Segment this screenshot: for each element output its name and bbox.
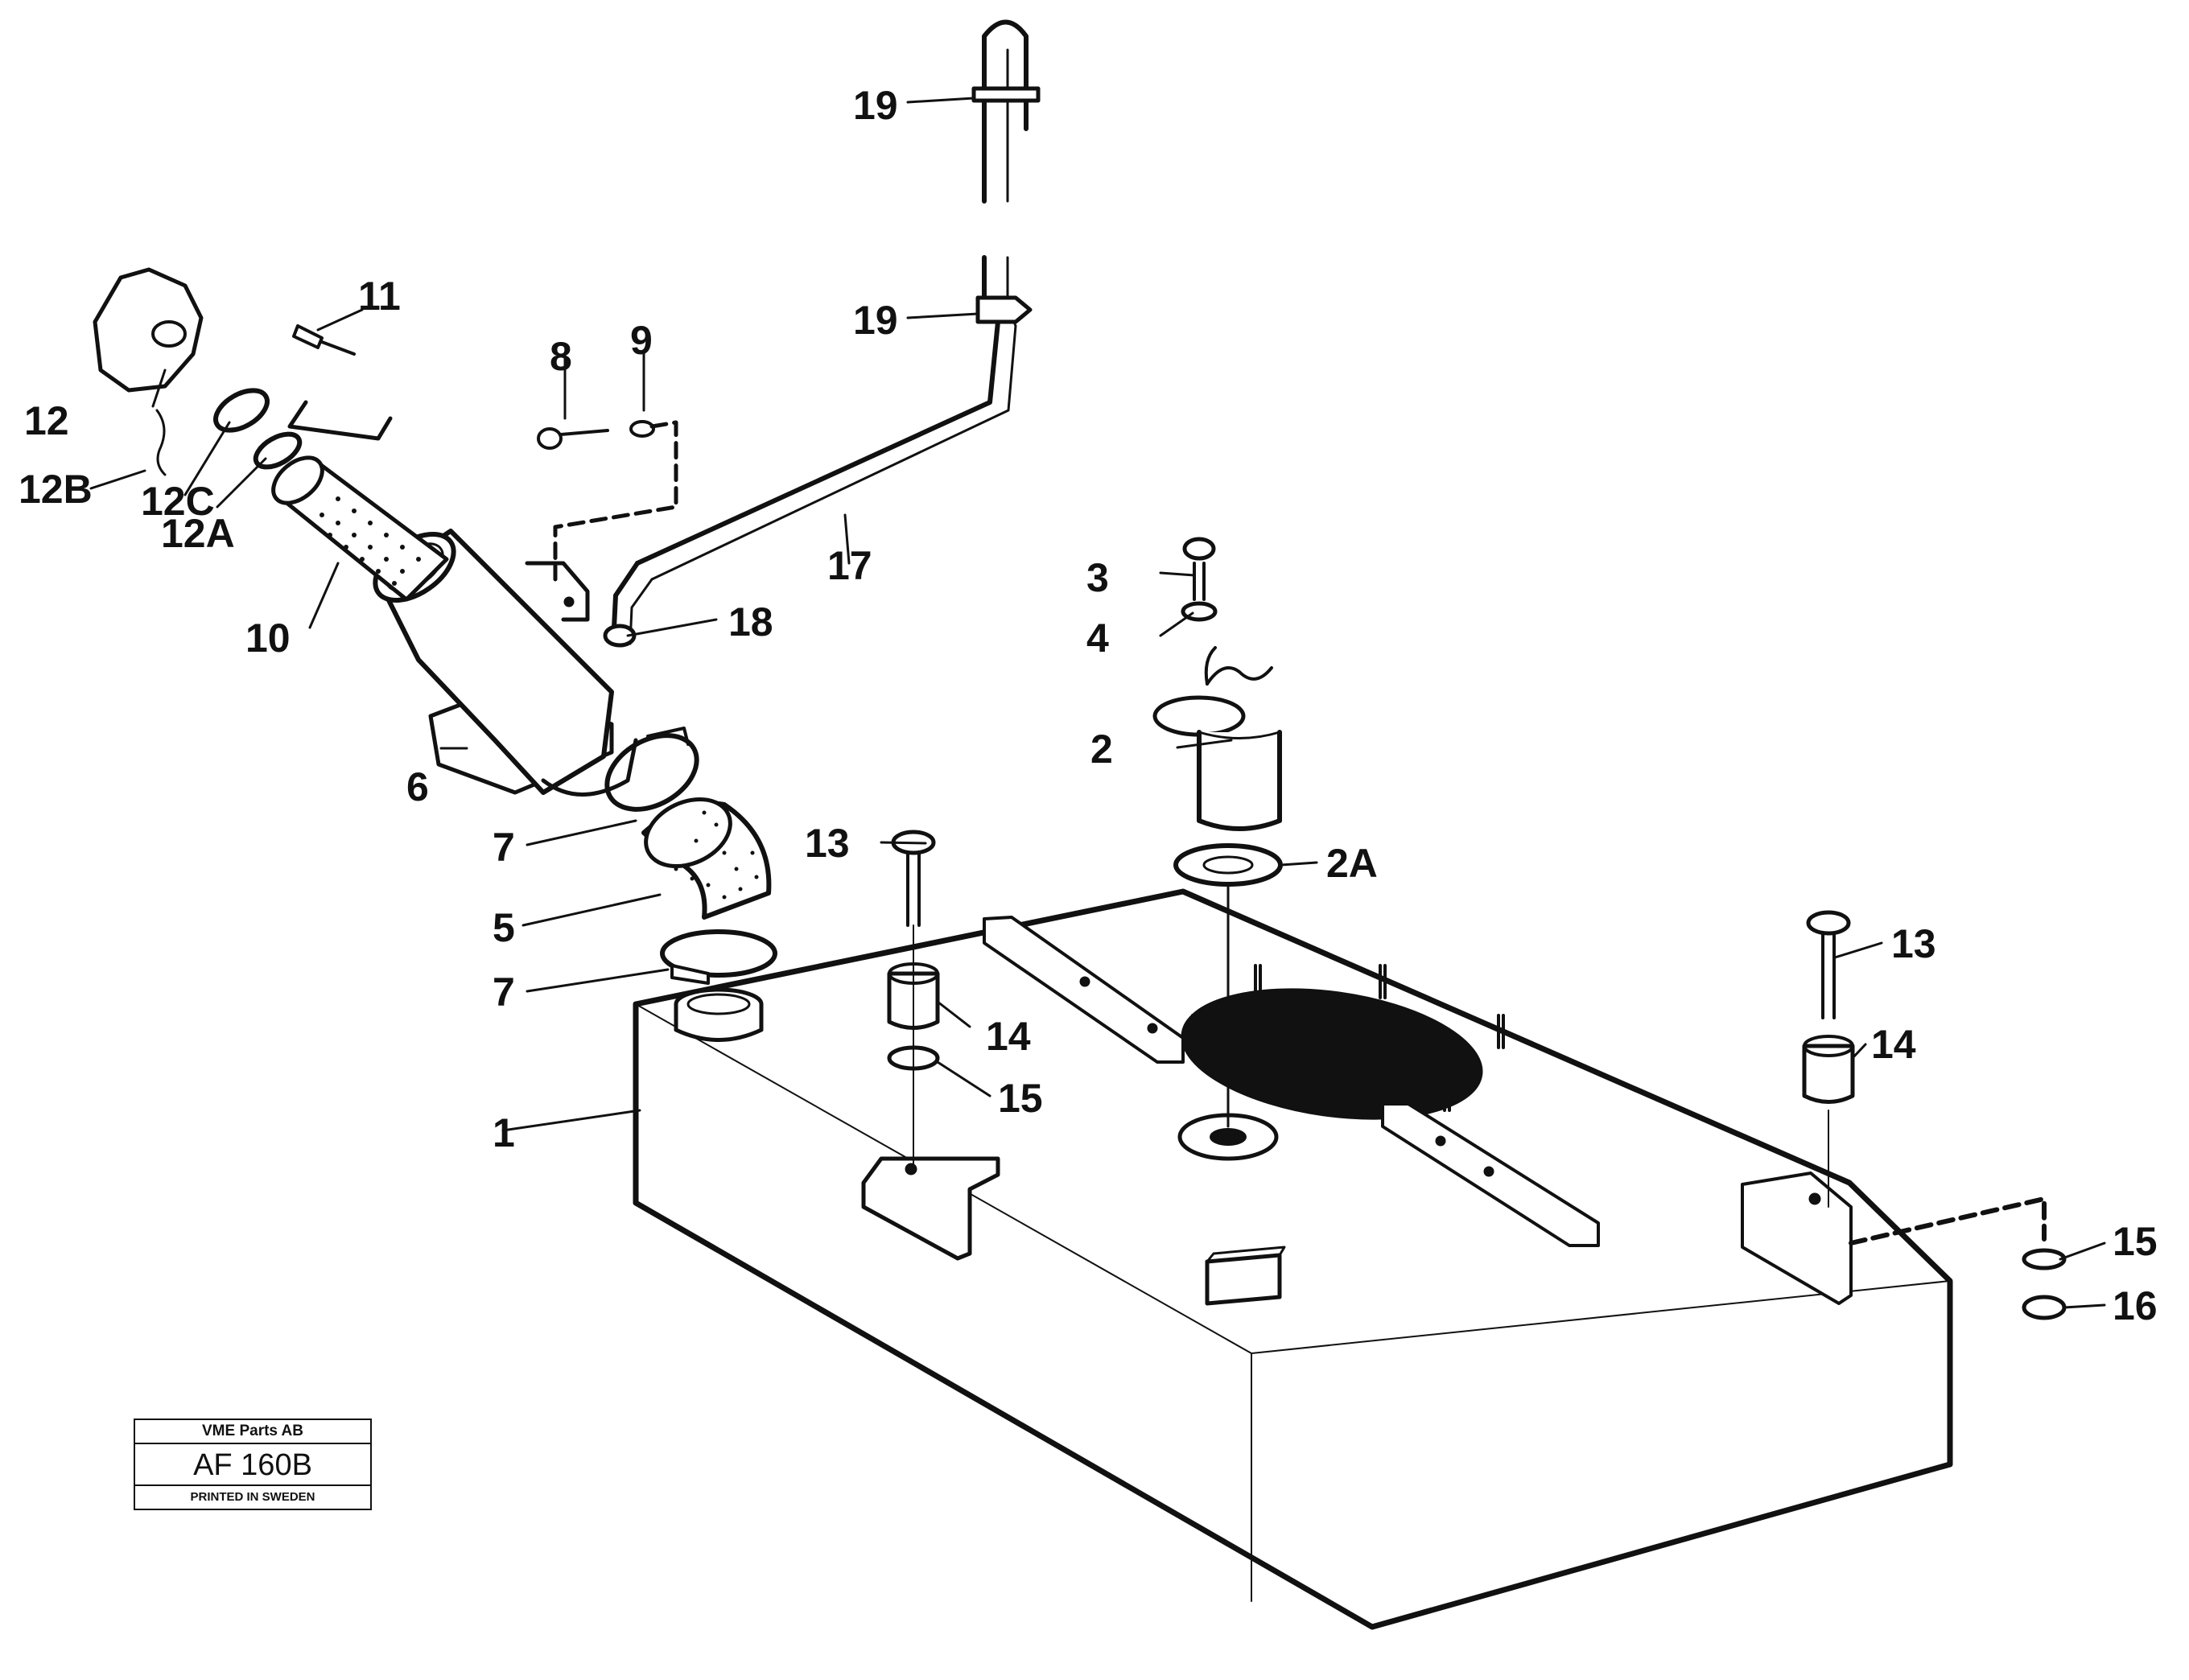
callout-12: 12 (24, 398, 69, 443)
screw-and-washer (537, 420, 678, 582)
company-name: VME Parts AB (135, 1420, 370, 1444)
callout-7-upper: 7 (493, 825, 515, 870)
callout-12c: 12C (141, 479, 215, 524)
bolt-right (1802, 910, 2067, 1320)
leader-lines (89, 97, 2106, 1309)
callout-4: 4 (1086, 616, 1109, 661)
breather-pipe (603, 19, 1041, 648)
callout-13-left: 13 (805, 821, 850, 866)
callout-3: 3 (1086, 555, 1109, 600)
callout-15-right: 15 (2113, 1219, 2158, 1264)
callout-14-left: 14 (986, 1014, 1031, 1059)
callout-11: 11 (358, 274, 401, 319)
filler-assembly (93, 267, 777, 985)
callout-2a: 2A (1326, 841, 1378, 886)
callout-14-right: 14 (1871, 1022, 1916, 1067)
drawing-code: AF 160B (135, 1444, 370, 1486)
callout-6: 6 (406, 764, 429, 809)
callout-5: 5 (493, 905, 515, 950)
printed-note: PRINTED IN SWEDEN (190, 1490, 315, 1504)
callout-9: 9 (630, 318, 653, 363)
callout-1: 1 (493, 1110, 515, 1155)
callout-15-left: 15 (998, 1076, 1043, 1121)
callout-labels: 1 2 2A 3 4 5 6 7 7 8 9 10 11 12 12A 12B … (19, 83, 2158, 1328)
callout-7-lower: 7 (493, 970, 515, 1015)
callout-16: 16 (2113, 1283, 2158, 1328)
fuel-tank (633, 888, 1953, 1630)
callout-18: 18 (728, 599, 773, 644)
fuel-sender (1152, 537, 1283, 1128)
callout-19-top: 19 (853, 83, 898, 128)
callout-8: 8 (550, 334, 572, 379)
callout-10: 10 (245, 616, 291, 661)
callout-12a: 12A (161, 511, 235, 556)
callout-13-right: 13 (1891, 921, 1936, 966)
callout-12b: 12B (19, 467, 93, 512)
callout-17: 17 (827, 543, 872, 588)
callout-19-mid: 19 (853, 298, 898, 343)
title-block: VME Parts AB AF 160B PRINTED IN SWEDEN (134, 1419, 372, 1510)
callout-2: 2 (1090, 727, 1113, 772)
